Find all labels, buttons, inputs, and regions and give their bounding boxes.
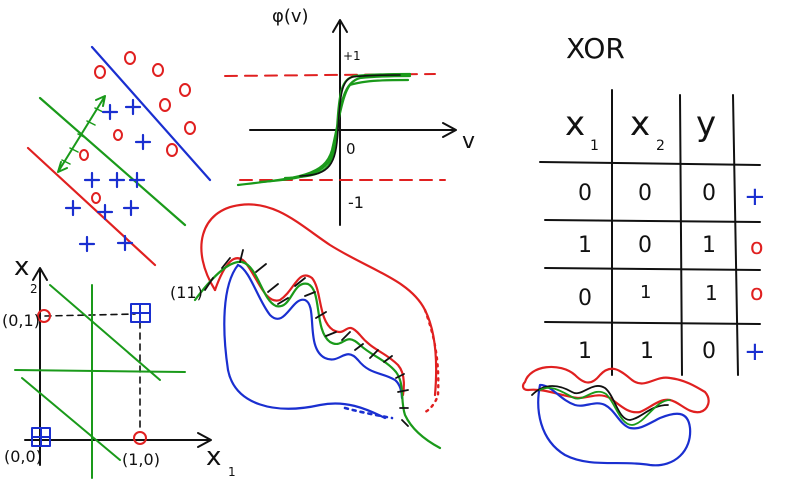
red-point [124,51,136,65]
green-line [14,369,186,373]
cell-x2: 0 [638,233,652,258]
green-separating-curve [193,260,442,450]
blue-inner-boundary [236,263,404,400]
cell-y: 0 [702,339,716,364]
boundary-point-label: (11) [170,283,203,302]
xor-point-0-0 [31,427,51,447]
green-boundary [539,386,671,426]
cell-x2: 0 [638,181,652,206]
cell-y: 1 [705,281,718,305]
x2-axis-subscript: 2 [30,282,38,296]
header-x2-subscript: 2 [656,138,665,154]
header-x1: x [565,104,585,144]
phi-label: φ(v) [272,6,309,27]
green-line [21,377,121,461]
cell-x2: 1 [640,282,651,303]
top-tick-label: +1 [343,49,361,63]
blue-outer-boundary [223,263,387,420]
cell-x1: 0 [578,286,592,311]
nonlinear-boundary-sketch: (11) [170,203,442,450]
cell-class: o [750,235,763,260]
margin-arrow [57,95,106,173]
table-row: 0 1 1 o [578,281,763,311]
x1-axis-arrowhead [197,432,212,448]
x1-axis-subscript: 1 [228,465,236,479]
header-x2: x [630,104,650,144]
red-point [152,63,164,77]
table-column-rule [732,94,739,376]
step-curve [299,74,401,177]
xor-point-1-1 [130,303,151,323]
upper-asymptote [224,73,436,77]
x2-axis-label: x [14,252,29,282]
red-point [113,129,123,141]
table-column-rule [679,94,683,376]
sigmoid-curve-1 [236,78,410,187]
point-label-0-1: (0,1) [2,311,40,330]
small-boundary-sketch [521,365,710,467]
cell-class: + [744,337,766,367]
blue-dotted-boundary [343,406,394,420]
v-label: v [462,129,475,154]
table-rule [544,267,761,271]
cell-x1: 0 [578,181,592,206]
red-point [79,149,89,161]
xor-truth-table: XOR x 1 x 2 y 0 0 0 + 1 0 1 o 0 1 1 [539,32,766,376]
origin-label: 0 [346,140,356,158]
red-point [166,143,178,157]
red-boundary-line [26,146,157,267]
bottom-tick-label: -1 [348,193,364,212]
table-rule [544,219,761,223]
activation-function-sketch: φ(v) v +1 -1 0 [224,6,475,226]
cell-class: o [750,281,763,306]
point-label-0-0: (0,0) [4,447,42,466]
blue-boundary-line [90,45,212,182]
boundary-hatching [204,249,409,427]
header-x1-subscript: 1 [590,138,599,154]
red-point [184,121,196,135]
table-row: 1 1 0 + [578,337,766,367]
phi-axis-arrowhead [332,19,348,33]
v-axis-arrowhead [442,122,457,138]
guide-line-horizontal [44,313,136,317]
x2-axis-arrowhead [32,267,48,281]
xor-point-0-1 [37,309,51,323]
red-point [159,98,171,112]
xor-plot-sketch: x 2 x 1 (0,1) (0,0) (1,0) [2,252,236,479]
cell-y: 0 [702,181,716,206]
table-row: 0 0 0 + [578,181,766,212]
sigmoid-curve-2 [258,74,412,184]
red-point [94,65,106,79]
cell-x1: 1 [578,233,592,258]
black-boundary [531,385,669,421]
cell-x1: 1 [578,339,592,364]
cell-x2: 1 [640,339,654,364]
blue-class-points [64,98,152,253]
xor-title: XOR [566,32,625,65]
margin-hatching [61,107,104,165]
table-rule [544,321,761,325]
table-row: 1 0 1 o [578,233,763,260]
blue-region [537,383,692,467]
xor-point-1-0 [133,431,147,445]
point-label-1-0: (1,0) [122,450,160,469]
header-y: y [696,104,716,144]
green-line [49,284,161,381]
cell-y: 1 [702,233,716,258]
table-rule [539,161,761,166]
x1-axis-label: x [206,442,221,472]
cell-class: + [744,182,766,212]
red-inner-boundary [213,257,406,397]
red-point [179,83,191,97]
red-class-points [79,51,196,204]
green-boundary-line [38,96,187,227]
linear-separation-sketch [26,45,212,267]
red-point [91,192,101,204]
red-dotted-boundary [423,308,440,414]
